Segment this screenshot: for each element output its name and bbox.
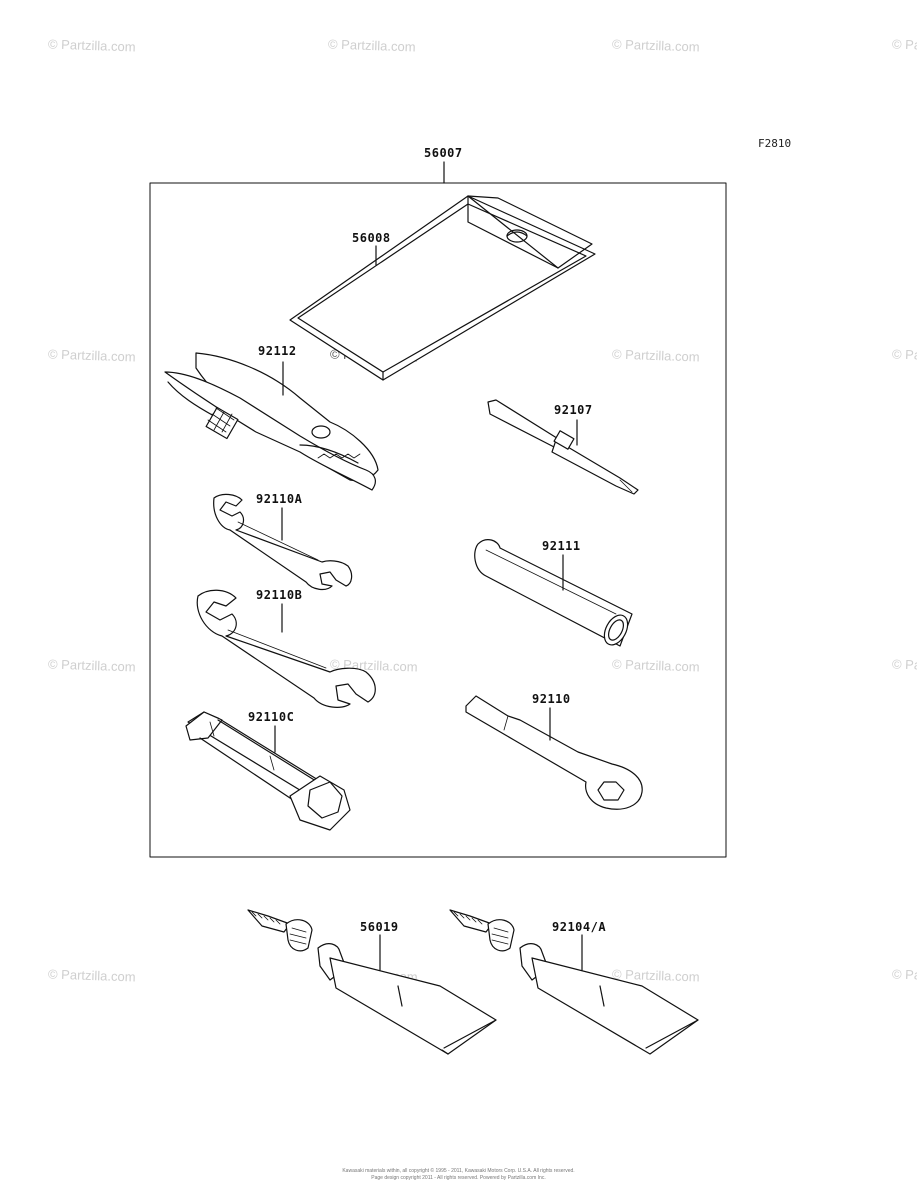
footer-line-1: Kawasaki materials within, all copyright… [342, 1168, 575, 1174]
tool-bag-drawing [289, 195, 596, 381]
part-label-bag: 56008 [352, 231, 391, 245]
part-label-kit: 56007 [424, 146, 463, 160]
wrench-b-drawing [196, 589, 376, 708]
part-label-pliers: 92112 [258, 344, 297, 358]
kit-frame [149, 182, 727, 858]
screwdriver-drawing [487, 399, 639, 495]
footer-copyright: Kawasaki materials within, all copyright… [0, 1168, 917, 1182]
footer-line-2: Page design copyright 2011 - All rights … [371, 1175, 546, 1181]
part-label-handle: 92111 [542, 539, 581, 553]
figure-code: F2810 [758, 137, 792, 150]
part-label-spark-plug-wrench: 92110C [248, 710, 295, 724]
part-label-screwdriver: 92107 [554, 403, 593, 417]
part-label-ring-wrench: 92110 [532, 692, 571, 706]
part-label-wrench-b: 92110B [256, 588, 303, 602]
grease-tube-2-drawing [449, 909, 699, 1055]
ring-wrench-drawing [465, 695, 643, 810]
spark-plug-wrench-drawing [185, 711, 351, 831]
part-label-grease-1: 56019 [360, 920, 399, 934]
wrench-a-drawing [213, 493, 353, 591]
part-label-grease-2: 92104/A [552, 920, 607, 934]
handle-drawing [474, 539, 633, 647]
grease-tube-1-drawing [247, 909, 497, 1055]
part-label-wrench-a: 92110A [256, 492, 303, 506]
pliers-drawing [164, 352, 379, 491]
